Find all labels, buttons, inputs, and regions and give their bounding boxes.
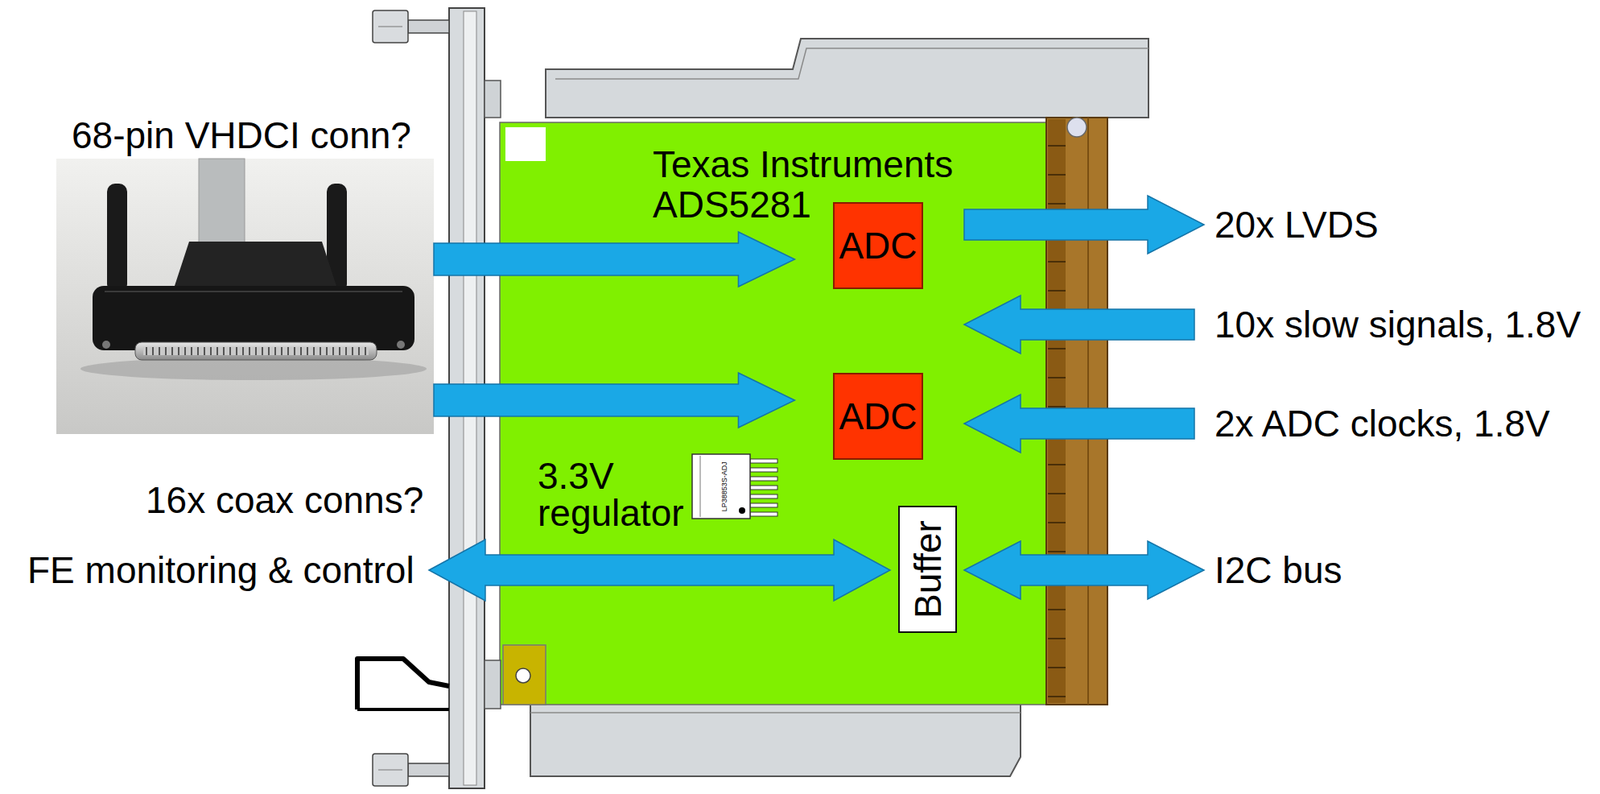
connector-shell [135, 342, 377, 360]
rail-edge [555, 48, 1149, 79]
node-title: Buffer [907, 519, 949, 619]
node-title: ADC [838, 225, 917, 267]
signal-label: I2C bus [1214, 548, 1343, 592]
screw-shaft [408, 20, 450, 33]
signal-label: 2x ADC clocks, 1.8V [1214, 402, 1551, 446]
screw-shaft [408, 762, 450, 776]
bottom-rail [530, 699, 1021, 776]
body-screw [396, 340, 405, 349]
panel-bracket [484, 659, 501, 709]
slow-signal-arrow [964, 295, 1195, 354]
chip-pin [750, 476, 778, 481]
chip-tab [700, 455, 702, 517]
chip-pin [750, 511, 778, 516]
i2c-arrow [964, 540, 1205, 599]
ejector-handle [357, 707, 450, 711]
photo-background [56, 158, 434, 434]
ejector-handle [357, 658, 450, 710]
connector-photo: 68-pin VHDCI conn? [56, 158, 434, 434]
screw-knob [372, 10, 409, 43]
regulator-chip [692, 453, 751, 519]
screw-knob-line [378, 26, 403, 28]
signal-arrows [428, 195, 1205, 601]
mounting-block [503, 644, 546, 705]
adc-chip: ADC [832, 372, 923, 460]
chip-pin [750, 458, 778, 463]
body-highlight [104, 290, 403, 293]
chip-pin [750, 485, 778, 490]
chip-pin [750, 494, 778, 499]
signal-label: FE monitoring & control [27, 548, 415, 592]
chip-pin [750, 503, 778, 508]
body-screw [102, 340, 111, 349]
panel-bracket [484, 80, 501, 118]
screw-knob [372, 753, 409, 786]
signal-label: 20x LVDS [1214, 203, 1379, 247]
signal-label: 10x slow signals, 1.8V [1214, 303, 1581, 347]
guide-pin [1067, 117, 1087, 137]
cable [198, 158, 245, 248]
regulator-pins [750, 458, 778, 516]
signal-arrow [433, 372, 795, 428]
connector-body [92, 285, 415, 351]
node-title: ADC [838, 395, 917, 438]
adc-chip: ADC [832, 202, 923, 289]
buffer-box: Buffer [898, 505, 957, 633]
screw-knob-line [378, 769, 403, 771]
chip-marking: LP38853S-ADJ [720, 461, 729, 512]
photo-shadow [80, 357, 427, 380]
chip-label: Texas Instruments ADS5281 [652, 144, 999, 225]
pin1-dot [738, 507, 746, 514]
rail-edge [530, 711, 1021, 714]
node-title: 68-pin VHDCI conn? [71, 115, 412, 157]
note-label: 16x coax conns? [145, 478, 424, 522]
mounting-hole [515, 668, 531, 683]
connector-hood [173, 241, 339, 291]
part-label: 3.3V regulator [537, 457, 691, 532]
top-rail [545, 38, 1149, 118]
board-corner [505, 127, 546, 161]
fe-control-arrow [428, 539, 891, 601]
lvds-arrow [964, 195, 1205, 254]
chip-pin [750, 467, 778, 472]
clock-arrow [964, 394, 1195, 453]
thumbscrew [107, 183, 128, 293]
signal-arrow [433, 231, 795, 287]
connector-pins [143, 346, 369, 355]
